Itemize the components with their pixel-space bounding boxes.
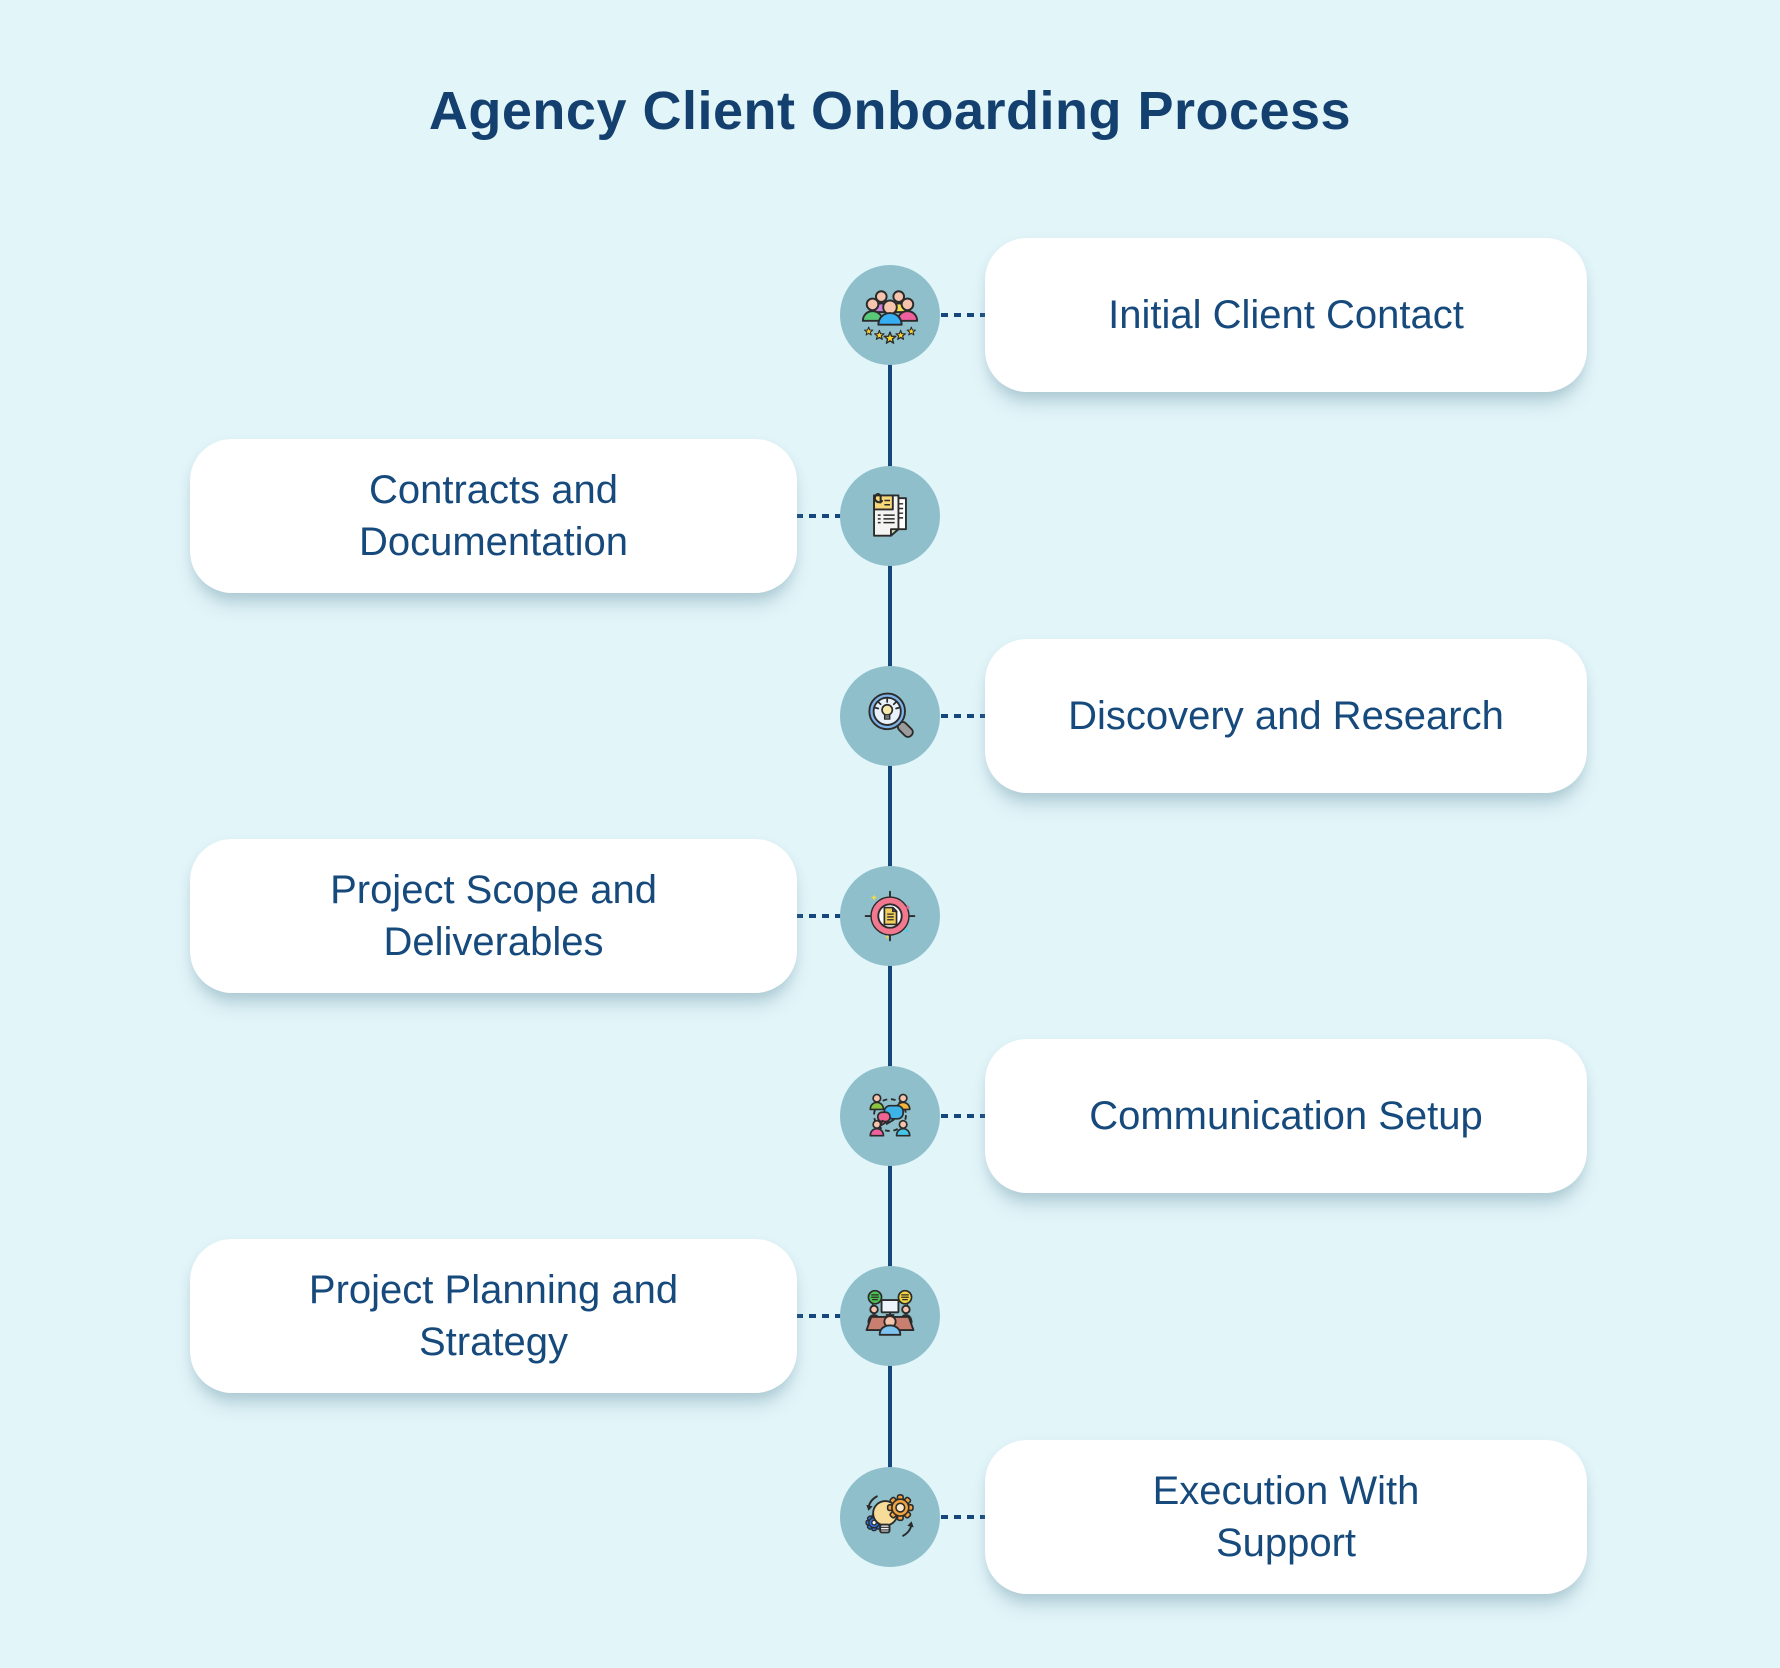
connector-dotted (941, 1114, 986, 1118)
connector-dotted (796, 514, 841, 518)
step-node-6 (840, 1266, 940, 1366)
step-card-6: Project Planning and Strategy (190, 1239, 797, 1393)
people-group-icon (861, 290, 919, 344)
step-label: Project Scope and Deliverables (330, 868, 657, 964)
step-card-4: Project Scope and Deliverables (190, 839, 797, 993)
step-card-7: Execution With Support (985, 1440, 1587, 1594)
step-node-3 (840, 666, 940, 766)
connector-dotted (941, 1515, 986, 1519)
step-node-7 (840, 1467, 940, 1567)
step-card-2: Contracts and Documentation (190, 439, 797, 593)
connector-dotted (796, 1314, 841, 1318)
step-label: Execution With Support (1152, 1469, 1420, 1565)
execution-gears-icon (865, 1494, 914, 1537)
connector-dotted (796, 914, 841, 918)
step-card-1: Initial Client Contact (985, 238, 1587, 392)
step-label: Discovery and Research (1068, 694, 1504, 738)
step-label: Project Planning and Strategy (308, 1268, 679, 1364)
planning-meeting-icon (865, 1289, 915, 1336)
step-node-2 (840, 466, 940, 566)
step-node-5 (840, 1066, 940, 1166)
page-title: Agency Client Onboarding Process (428, 81, 1352, 141)
step-card-3: Discovery and Research (985, 639, 1587, 793)
contract-document-icon (873, 492, 907, 537)
step-node-4 (840, 866, 940, 966)
discovery-magnifier-icon (868, 692, 914, 738)
communication-group-icon (869, 1093, 911, 1137)
step-label: Communication Setup (1089, 1094, 1483, 1138)
step-label: Initial Client Contact (1108, 293, 1464, 337)
connector-dotted (941, 714, 986, 718)
connector-dotted (941, 313, 986, 317)
step-card-5: Communication Setup (985, 1039, 1587, 1193)
target-scope-icon (864, 890, 916, 942)
step-label: Contracts and Documentation (358, 468, 629, 564)
step-node-1 (840, 265, 940, 365)
